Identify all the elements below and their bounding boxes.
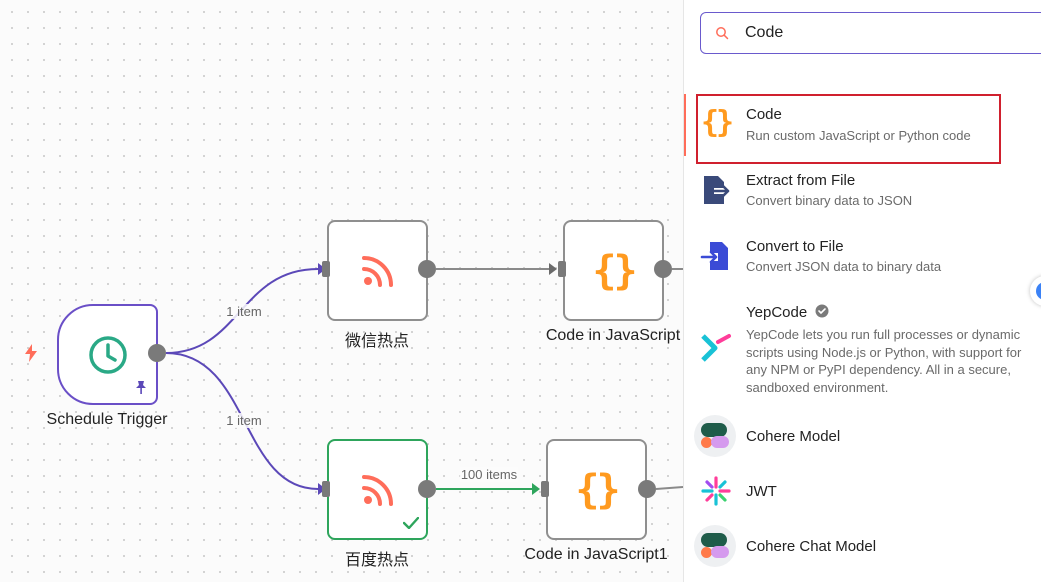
input-handle[interactable]: [322, 261, 330, 277]
edge-item-count: 100 items: [459, 467, 519, 482]
edge-item-count: 1 item: [225, 413, 263, 428]
lightning-bolt-icon: [25, 344, 37, 362]
result-item-cohere-model[interactable]: Cohere Model: [684, 412, 1041, 460]
node-search-box[interactable]: [700, 12, 1041, 54]
node-creator-panel: {} Code Run custom JavaScript or Python …: [683, 0, 1041, 582]
rss-icon: [361, 255, 393, 287]
result-description: Convert JSON data to binary data: [746, 259, 942, 274]
output-handle[interactable]: [418, 480, 436, 498]
input-handle[interactable]: [541, 481, 549, 497]
node-baidu-rss[interactable]: [327, 439, 428, 540]
node-code-in-javascript[interactable]: {}: [563, 220, 664, 321]
edge-item-count: 1 item: [225, 304, 263, 319]
input-handle[interactable]: [558, 261, 566, 277]
node-label: Code in JavaScript1: [524, 546, 668, 563]
result-description: Run custom JavaScript or Python code: [746, 128, 971, 143]
result-title: Convert to File: [746, 238, 844, 255]
result-description: YepCode lets you run full processes or d…: [746, 327, 1022, 395]
result-title: JWT: [746, 483, 777, 500]
jwt-icon: [698, 473, 734, 509]
braces-icon: {}: [700, 104, 734, 140]
input-handle[interactable]: [322, 481, 330, 497]
rss-icon: [361, 474, 393, 506]
result-title-text: YepCode: [746, 304, 808, 321]
result-item-convert-to-file[interactable]: Convert to File Convert JSON data to bin…: [684, 232, 1041, 288]
selection-highlight-box: [696, 94, 1001, 164]
workflow-canvas[interactable]: Schedule Trigger 微信热点 {} Code in JavaScr…: [0, 0, 683, 582]
convert-file-icon: [698, 238, 734, 274]
edge-arrow: [549, 263, 557, 275]
result-item-yepcode[interactable]: YepCode YepCode lets you run full proces…: [684, 298, 1041, 398]
cohere-icon: [694, 525, 736, 567]
output-handle[interactable]: [654, 260, 672, 278]
node-weixin-rss[interactable]: [327, 220, 428, 321]
search-icon: [716, 27, 729, 40]
result-description: Convert binary data to JSON: [746, 193, 913, 208]
output-handle[interactable]: [418, 260, 436, 278]
result-title: YepCode: [746, 304, 829, 321]
checkmark-icon: [403, 517, 419, 529]
output-handle[interactable]: [148, 344, 166, 362]
clock-icon: [88, 335, 127, 374]
node-label: Code in JavaScript: [545, 327, 681, 344]
edge-arrow: [532, 483, 540, 495]
output-handle[interactable]: [638, 480, 656, 498]
yepcode-icon: [698, 330, 734, 366]
side-button-icon: [1036, 282, 1041, 300]
node-label: Schedule Trigger: [46, 411, 168, 428]
panel-side-button[interactable]: [1030, 276, 1041, 306]
extract-file-icon: [698, 172, 734, 208]
braces-icon: {}: [592, 247, 637, 294]
node-code-in-javascript1[interactable]: {}: [546, 439, 647, 540]
result-title: Extract from File: [746, 172, 856, 189]
verified-badge-icon: [815, 304, 829, 318]
active-item-indicator: [684, 94, 686, 156]
edge-code2-out: [655, 486, 683, 490]
result-item-extract-from-file[interactable]: Extract from File Convert binary data to…: [684, 166, 1041, 222]
node-schedule-trigger[interactable]: [57, 304, 158, 405]
node-search-input[interactable]: [743, 23, 1027, 43]
result-title: Cohere Chat Model: [746, 538, 877, 555]
result-title: Code: [746, 106, 782, 123]
result-title: Cohere Model: [746, 428, 841, 445]
result-item-jwt[interactable]: JWT: [684, 468, 1041, 514]
braces-icon: {}: [575, 466, 620, 513]
node-label: 微信热点: [344, 333, 410, 350]
result-item-cohere-chat-model[interactable]: Cohere Chat Model: [684, 522, 1041, 570]
result-item-code[interactable]: {} Code Run custom JavaScript or Python …: [684, 94, 1041, 160]
node-label: 百度热点: [344, 552, 410, 569]
pin-icon: [136, 381, 146, 394]
cohere-icon: [694, 415, 736, 457]
